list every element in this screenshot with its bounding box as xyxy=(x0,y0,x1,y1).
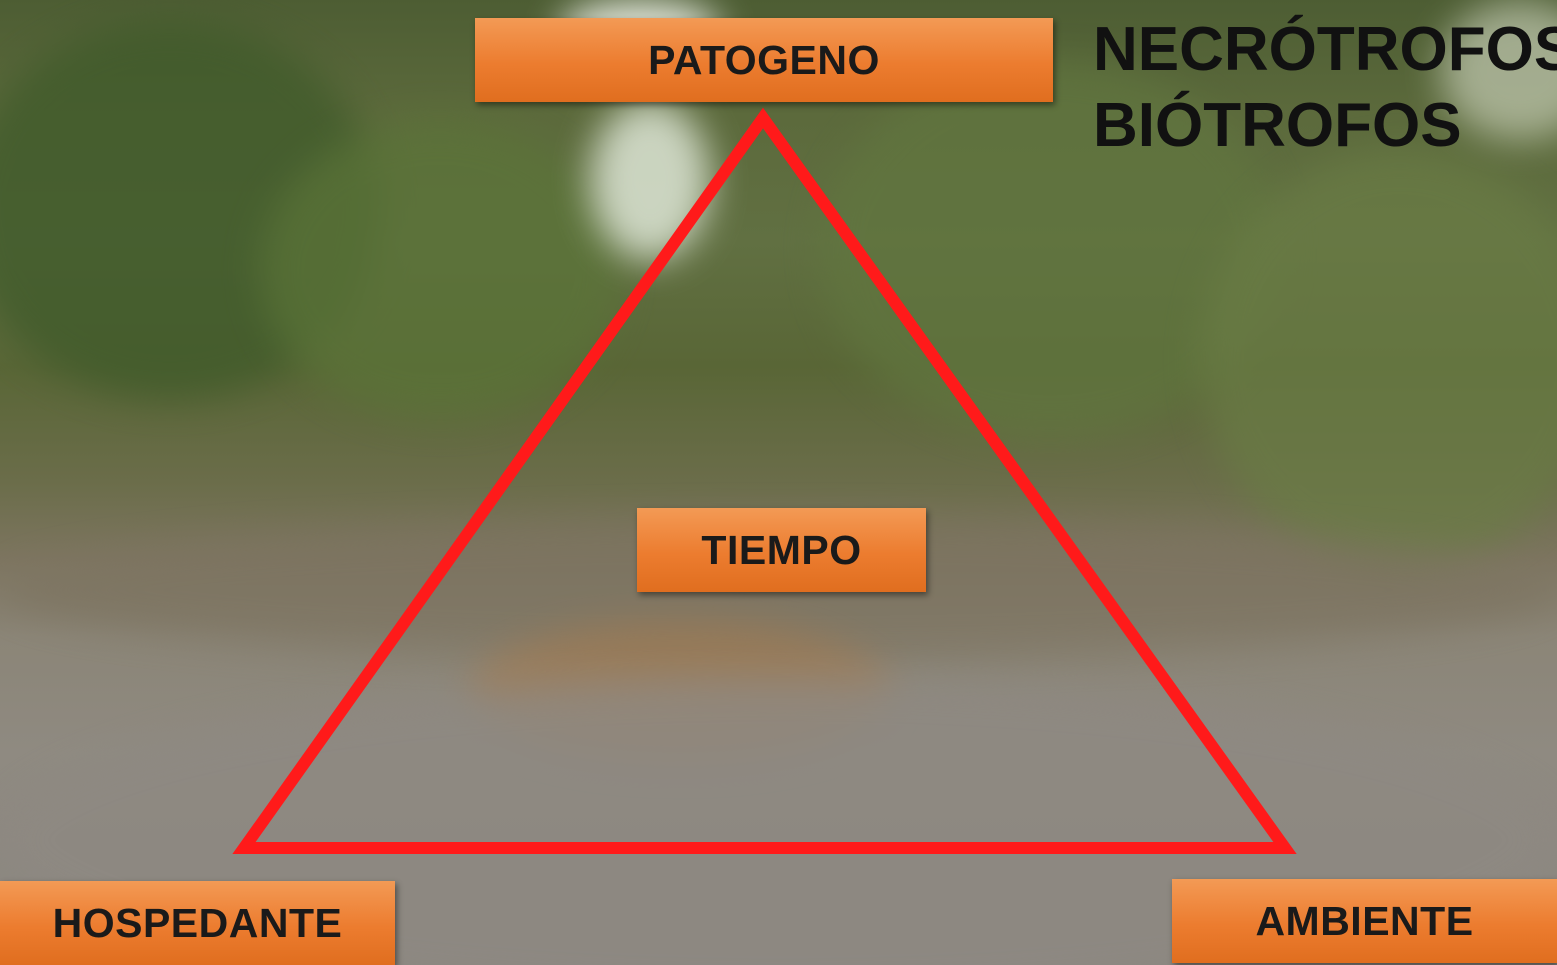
sky-patch xyxy=(590,100,710,260)
biotrofos-text: BIÓTROFOS xyxy=(1093,91,1462,160)
foliage-blob xyxy=(1200,150,1557,570)
tiempo-label: TIEMPO xyxy=(637,508,926,592)
necrotrofos-text: NECRÓTROFOS xyxy=(1093,15,1557,84)
pathogen-types-text: NECRÓTROFOS BIÓTROFOS xyxy=(1093,12,1557,164)
sky-patch xyxy=(1440,0,1557,140)
triangle-outline xyxy=(232,107,1297,854)
hospedante-label: HOSPEDANTE xyxy=(0,881,395,965)
patogeno-label: PATOGENO xyxy=(475,18,1053,102)
ambiente-label: AMBIENTE xyxy=(1172,879,1557,963)
foliage-blob xyxy=(260,120,620,420)
